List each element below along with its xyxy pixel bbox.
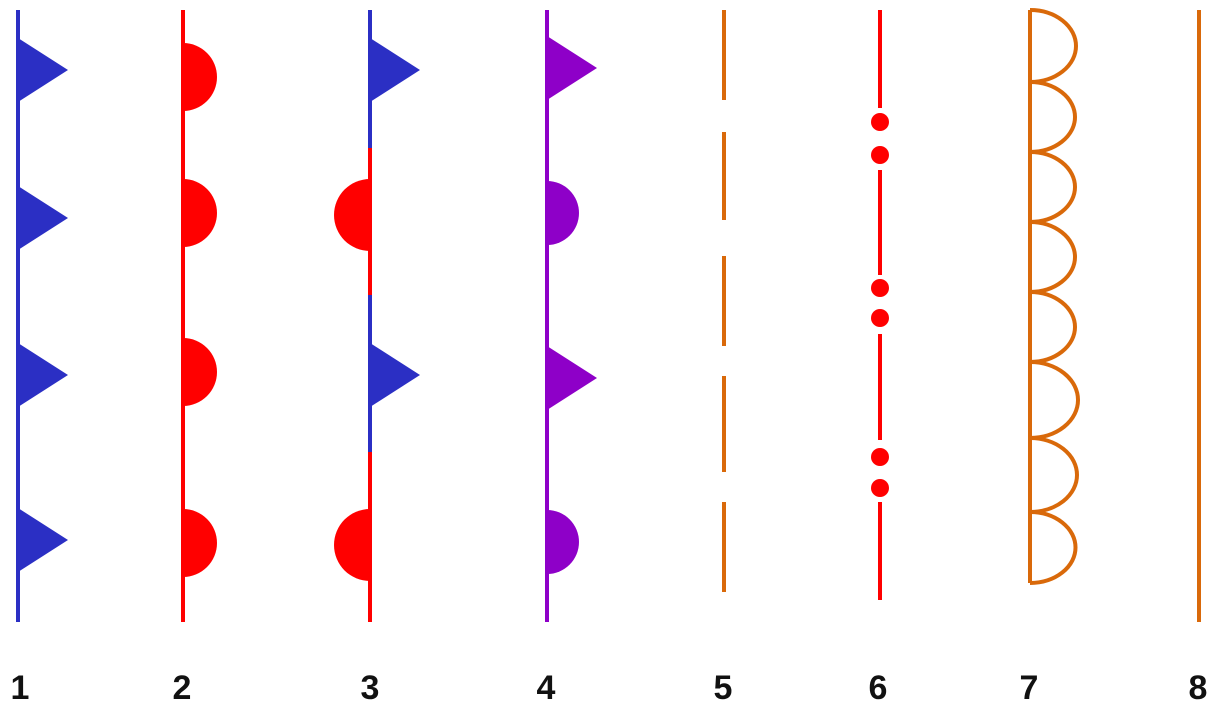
front-6-dot-2 (871, 146, 889, 164)
label-6: 6 (868, 669, 888, 707)
front-6-dot-3 (871, 279, 889, 297)
front-7-scallop-1 (1029, 8, 1078, 84)
front-6-dot-1 (871, 113, 889, 131)
front-2-semicircle-3 (183, 338, 217, 406)
label-7: 7 (1019, 669, 1039, 707)
label-8: 8 (1188, 669, 1208, 707)
front-1-triangle-3 (18, 343, 68, 407)
label-2: 2 (172, 669, 192, 707)
front-1-triangle-2 (18, 186, 68, 250)
front-3-triangle-2 (370, 343, 420, 407)
front-7-scallop-8 (1029, 510, 1078, 585)
front-3-semicircle-1 (334, 179, 370, 251)
front-1-triangle-1 (18, 38, 68, 102)
front-2-semicircle-4 (183, 509, 217, 577)
front-4-triangle-2 (547, 346, 597, 410)
label-4: 4 (536, 669, 556, 707)
front-7-scallop-2 (1029, 80, 1077, 154)
front-4-semicircle-2 (547, 510, 579, 574)
front-7-scallop-7 (1029, 436, 1079, 514)
front-6-dot-4 (871, 309, 889, 327)
front-7-scallop-4 (1029, 220, 1077, 294)
front-7-scallop-5 (1029, 290, 1077, 364)
front-4-semicircle-1 (547, 181, 579, 245)
label-3: 3 (360, 669, 380, 707)
label-5: 5 (713, 669, 733, 707)
front-2-semicircle-1 (183, 43, 217, 111)
front-7-scallop-3 (1029, 150, 1077, 224)
front-6-dot-5 (871, 448, 889, 466)
front-6-dot-6 (871, 479, 889, 497)
front-3-semicircle-2 (334, 509, 370, 581)
front-2-semicircle-2 (183, 179, 217, 247)
front-4-triangle-1 (547, 36, 597, 100)
front-7-scallop-6 (1029, 360, 1080, 440)
label-1: 1 (10, 669, 30, 707)
front-3-triangle-1 (370, 38, 420, 102)
front-1-triangle-4 (18, 508, 68, 572)
